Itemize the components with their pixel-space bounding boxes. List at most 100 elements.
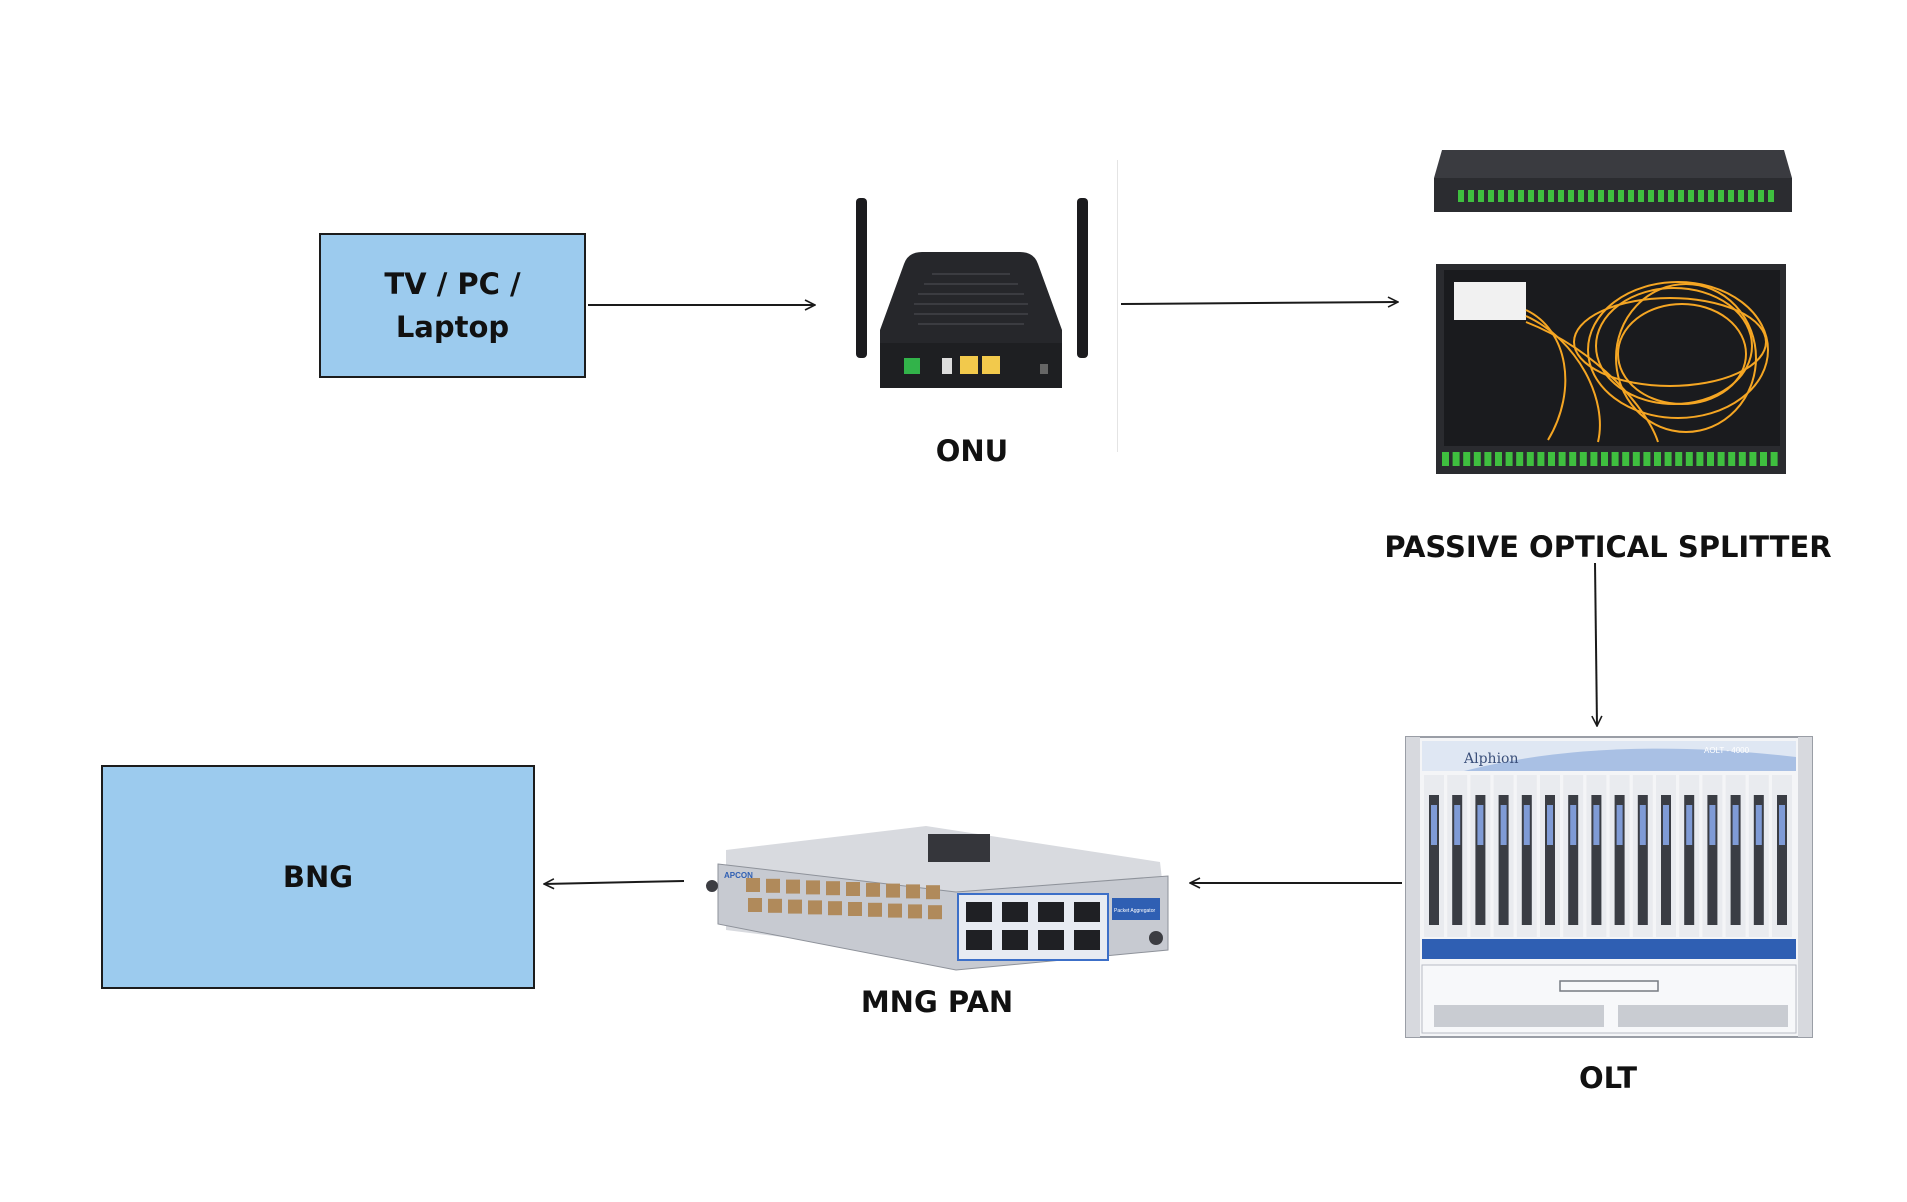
olt-card-led-column [1779,805,1785,845]
pan-heatsink [928,834,990,862]
splitter-plc-module [1454,282,1526,320]
olt-card-face [1730,795,1741,925]
splitter-fiber-coil [1525,281,1769,443]
splitter-tray-port [1654,452,1661,466]
splitter-tray-port [1622,452,1630,466]
splitter-tray-port [1738,452,1746,466]
onu-antenna-right [1077,198,1088,358]
onu-label: ONU [935,434,1009,468]
pan-sfp-port [1038,930,1064,950]
olt-card-led-column [1663,805,1669,845]
pan-sfp-port [1074,930,1100,950]
pan-copper-port [828,901,842,916]
olt-card-led-column [1454,805,1461,845]
pan-copper-port [926,885,940,900]
olt-card-face [1568,795,1579,925]
clients-label: TV / PC / Laptop [384,266,521,344]
onu-antenna-left [856,198,867,358]
olt-fan-handle [1559,980,1659,992]
olt-card-face [1545,795,1555,925]
splitter-rack-port [1608,190,1614,202]
splitter-rack-unit [1434,150,1792,212]
splitter-tray-port [1526,452,1534,466]
splitter-rack-port [1698,190,1704,202]
edge-onu-to-splitter [1120,302,1398,304]
pan-copper-port [928,905,942,920]
olt-line-cards [1424,775,1792,937]
olt-slot-strip [1422,939,1796,959]
olt-card-led-column [1477,805,1484,845]
olt-brand-text: Alphion [1463,751,1519,767]
splitter-rack-port [1738,190,1744,202]
pan-copper-port [788,899,802,914]
bng-label: BNG [282,860,354,894]
olt-card-face [1684,795,1695,925]
splitter-tray-port [1611,452,1619,466]
splitter-tray-port [1717,452,1725,466]
olt-card-face [1637,795,1648,925]
splitter-rack-port [1528,190,1534,202]
onu-phone-port [942,358,952,374]
olt-chassis-image: Alphion AOLT - 4000 [1405,736,1813,1038]
splitter-rack-port [1548,190,1554,202]
olt-card-led-column [1755,805,1762,845]
olt-card-face [1475,795,1486,925]
splitter-tray-port [1707,452,1714,466]
pan-sfp-port [966,902,992,922]
olt-swoosh [1464,748,1796,771]
splitter-tray-port [1463,452,1471,466]
pan-copper-port [806,880,820,895]
splitter-rack-port [1558,190,1564,202]
edge-pan-to-bng [544,881,685,884]
pan-copper-port [808,900,822,915]
pan-badge-text: Packet Aggregator [1114,908,1155,914]
olt-card-led-column [1686,805,1693,845]
olt-card-face [1614,795,1625,925]
pan-copper-port [766,878,780,893]
olt-card-face [1777,795,1787,925]
splitter-rack-port [1588,190,1594,202]
splitter-tray-port [1728,452,1736,466]
splitter-rack-port [1718,190,1724,202]
splitter-rack-port [1458,190,1464,202]
splitter-rack-port [1648,190,1654,202]
splitter-tray-port [1760,452,1767,466]
pan-sfp-port [1038,902,1064,922]
pan-badge [1112,898,1160,920]
pan-sfp-ports [966,902,1100,950]
splitter-tray-port [1664,452,1672,466]
onu-pon-port [904,358,920,374]
olt-card-face [1498,795,1509,925]
splitter-rack-port [1578,190,1584,202]
splitter-rack-port [1568,190,1574,202]
splitter-tray-port [1537,452,1545,466]
olt-rack-ear-right [1798,737,1812,1037]
pan-thumbscrew-right [1149,931,1163,945]
splitter-tray-port [1484,452,1492,466]
splitter-tray-port [1516,452,1524,466]
pan-copper-ports [746,878,942,920]
pan-thumbscrew-left [706,880,718,892]
olt-card-led-column [1523,805,1530,845]
pan-label: MNG PAN [860,985,1014,1019]
splitter-rack-port [1498,190,1504,202]
splitter-image [1434,150,1792,474]
pan-brand-text: APCON [724,871,753,880]
onu-router-image [856,198,1088,388]
splitter-rack-port [1598,190,1604,202]
splitter-tray-port [1696,452,1704,466]
splitter-rack-port [1658,190,1664,202]
splitter-tray-port [1749,452,1757,466]
olt-card-led-column [1547,805,1553,845]
olt-card-led-column [1570,805,1577,845]
clients-box: TV / PC / Laptop [319,233,586,378]
splitter-tray-port [1495,452,1502,466]
splitter-tray-port [1442,452,1449,466]
pan-copper-port [786,879,800,894]
splitter-rack-ports [1458,190,1774,202]
olt-card-face [1661,795,1671,925]
edge-splitter-to-olt [1595,562,1597,726]
splitter-rack-port [1668,190,1674,202]
